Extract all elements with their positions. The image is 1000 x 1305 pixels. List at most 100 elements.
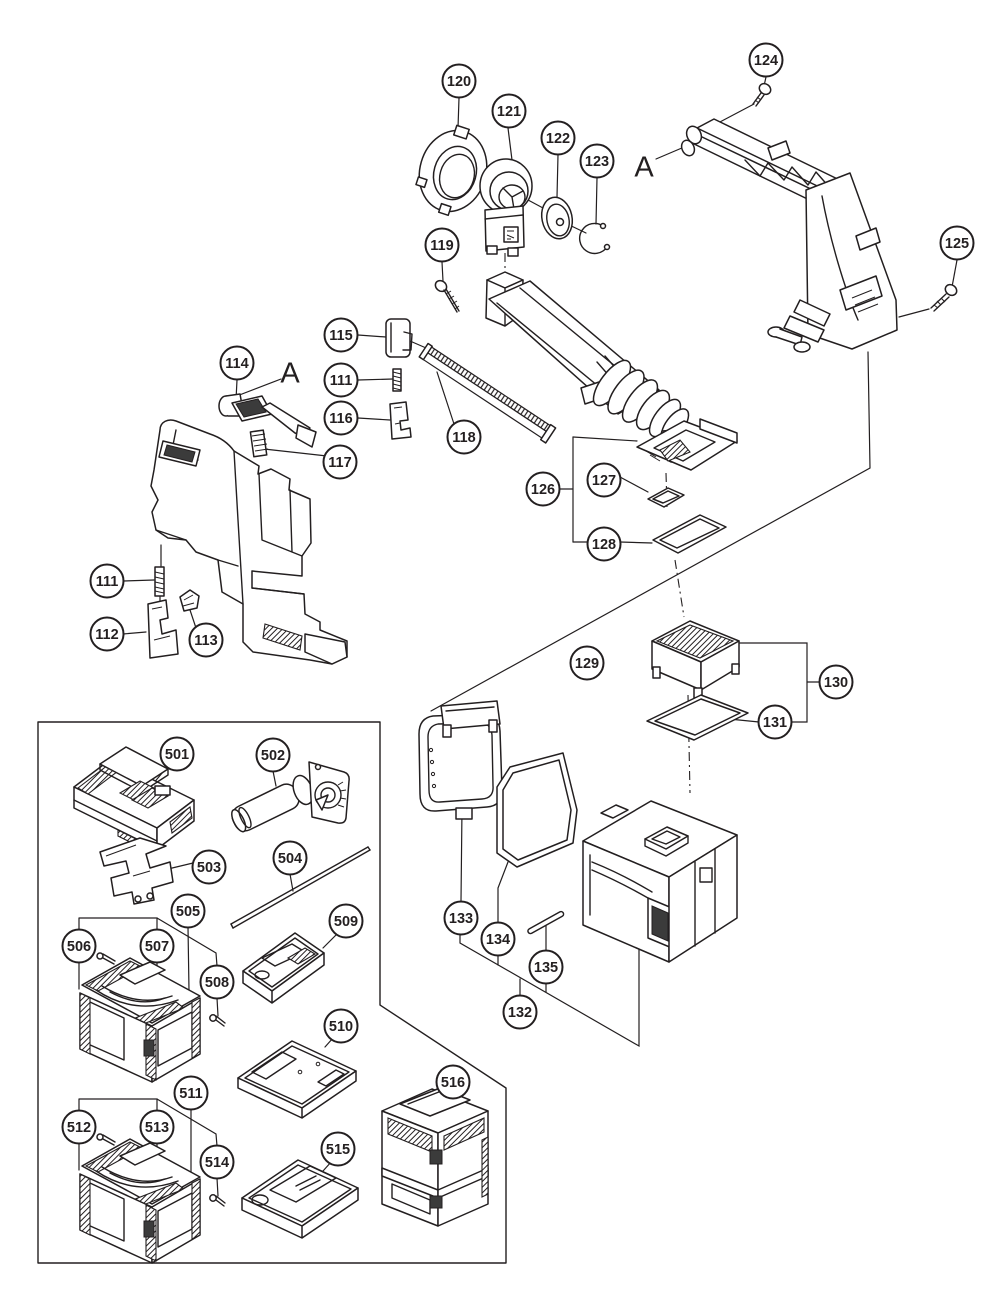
svg-text:135: 135 <box>534 960 558 976</box>
callout-119[interactable]: 119 <box>424 227 460 263</box>
svg-text:119: 119 <box>430 238 453 254</box>
part-latch-116 <box>389 401 412 440</box>
callout-511[interactable]: 511 <box>173 1075 209 1111</box>
part-mouthpiece-126 <box>636 418 738 471</box>
callout-505[interactable]: 505 <box>170 893 206 929</box>
svg-text:117: 117 <box>328 455 351 471</box>
svg-text:510: 510 <box>329 1019 353 1035</box>
callout-131[interactable]: 131 <box>757 704 793 740</box>
section-label-A: A <box>280 357 300 389</box>
part-filter-case-130 <box>651 620 740 699</box>
callout-117[interactable]: 117 <box>322 444 358 480</box>
part-stack-case-506-507 <box>79 952 201 1083</box>
callout-120[interactable]: 120 <box>441 63 477 99</box>
callout-balloons: 120 121 122 123 124 125 119 115 111 116 114 117 118 1… <box>61 42 975 1180</box>
callout-503[interactable]: 503 <box>191 849 227 885</box>
callout-514[interactable]: 514 <box>199 1144 235 1180</box>
svg-text:126: 126 <box>531 482 555 498</box>
callout-122[interactable]: 122 <box>540 120 576 156</box>
callout-133[interactable]: 133 <box>443 900 479 936</box>
svg-text:515: 515 <box>326 1142 350 1158</box>
svg-text:123: 123 <box>585 154 609 170</box>
callout-515[interactable]: 515 <box>320 1131 356 1167</box>
svg-text:504: 504 <box>278 851 302 867</box>
callout-113[interactable]: 113 <box>188 622 224 658</box>
callout-510[interactable]: 510 <box>323 1008 359 1044</box>
svg-text:502: 502 <box>261 748 285 764</box>
callout-509[interactable]: 509 <box>328 903 364 939</box>
svg-text:125: 125 <box>945 236 969 252</box>
callout-124[interactable]: 124 <box>748 42 784 78</box>
callout-508[interactable]: 508 <box>199 964 235 1000</box>
part-spring-117 <box>249 429 269 458</box>
callout-135[interactable]: 135 <box>528 949 564 985</box>
part-hook-503 <box>99 837 174 905</box>
part-latch-112 <box>147 599 179 659</box>
part-swivel-joint-121 <box>479 158 533 257</box>
callout-132[interactable]: 132 <box>502 994 538 1030</box>
part-clip-113 <box>179 589 200 612</box>
callout-130[interactable]: 130 <box>818 664 854 700</box>
svg-text:512: 512 <box>67 1120 91 1136</box>
svg-text:505: 505 <box>176 904 200 920</box>
part-depth-scale-118 <box>418 342 557 444</box>
callout-118[interactable]: 118 <box>446 419 482 455</box>
svg-text:134: 134 <box>486 932 510 948</box>
callout-125[interactable]: 125 <box>939 225 975 261</box>
part-spring-111-upper <box>392 368 402 392</box>
part-inlay-tray-509 <box>242 932 325 1004</box>
part-lever-114 <box>218 393 317 448</box>
svg-text:509: 509 <box>334 914 358 930</box>
callout-506[interactable]: 506 <box>61 928 97 964</box>
svg-text:122: 122 <box>546 131 570 147</box>
callout-504[interactable]: 504 <box>272 840 308 876</box>
part-pin-508 <box>209 1014 226 1027</box>
svg-text:128: 128 <box>592 537 616 553</box>
callout-114[interactable]: 114 <box>219 345 255 381</box>
callout-112[interactable]: 112 <box>89 616 125 652</box>
svg-text:131: 131 <box>763 715 787 731</box>
part-cover-frame-133 <box>418 700 503 820</box>
svg-text:508: 508 <box>205 975 229 991</box>
svg-text:132: 132 <box>508 1005 532 1021</box>
callout-111-b[interactable]: 111 <box>89 563 125 599</box>
part-gasket-134 <box>496 752 578 868</box>
callout-115[interactable]: 115 <box>323 317 359 353</box>
callout-127[interactable]: 127 <box>586 462 622 498</box>
accessory-box-border <box>37 721 507 1264</box>
part-screw-124 <box>752 82 772 107</box>
callout-116[interactable]: 116 <box>323 400 359 436</box>
svg-text:112: 112 <box>95 627 118 643</box>
section-label-A: A <box>634 151 654 183</box>
part-gasket-128 <box>652 514 727 554</box>
callout-501[interactable]: 501 <box>159 736 195 772</box>
callout-134[interactable]: 134 <box>480 921 516 957</box>
callout-128[interactable]: 128 <box>586 526 622 562</box>
callout-516[interactable]: 516 <box>435 1064 471 1100</box>
callout-126[interactable]: 126 <box>525 471 561 507</box>
svg-text:113: 113 <box>194 633 217 649</box>
svg-text:111: 111 <box>330 373 353 389</box>
assembly-axis-lines <box>504 253 691 794</box>
svg-text:111: 111 <box>96 574 119 590</box>
callout-129[interactable]: 129 <box>569 645 605 681</box>
callout-121[interactable]: 121 <box>491 93 527 129</box>
part-pin-135 <box>527 910 565 935</box>
part-gasket-131 <box>646 694 749 741</box>
part-stack-case-512-513 <box>79 1133 201 1264</box>
part-dust-case-132 <box>582 800 738 963</box>
part-spring-111-lower <box>154 566 165 597</box>
callout-111[interactable]: 111 <box>323 362 359 398</box>
callout-502[interactable]: 502 <box>255 737 291 773</box>
svg-text:501: 501 <box>165 747 189 763</box>
svg-text:124: 124 <box>754 53 778 69</box>
callout-513[interactable]: 513 <box>139 1109 175 1145</box>
svg-text:511: 511 <box>179 1086 202 1102</box>
callout-512[interactable]: 512 <box>61 1109 97 1145</box>
part-depth-rod-504 <box>230 846 371 929</box>
callout-123[interactable]: 123 <box>579 143 615 179</box>
svg-text:507: 507 <box>145 939 169 955</box>
callout-507[interactable]: 507 <box>139 928 175 964</box>
